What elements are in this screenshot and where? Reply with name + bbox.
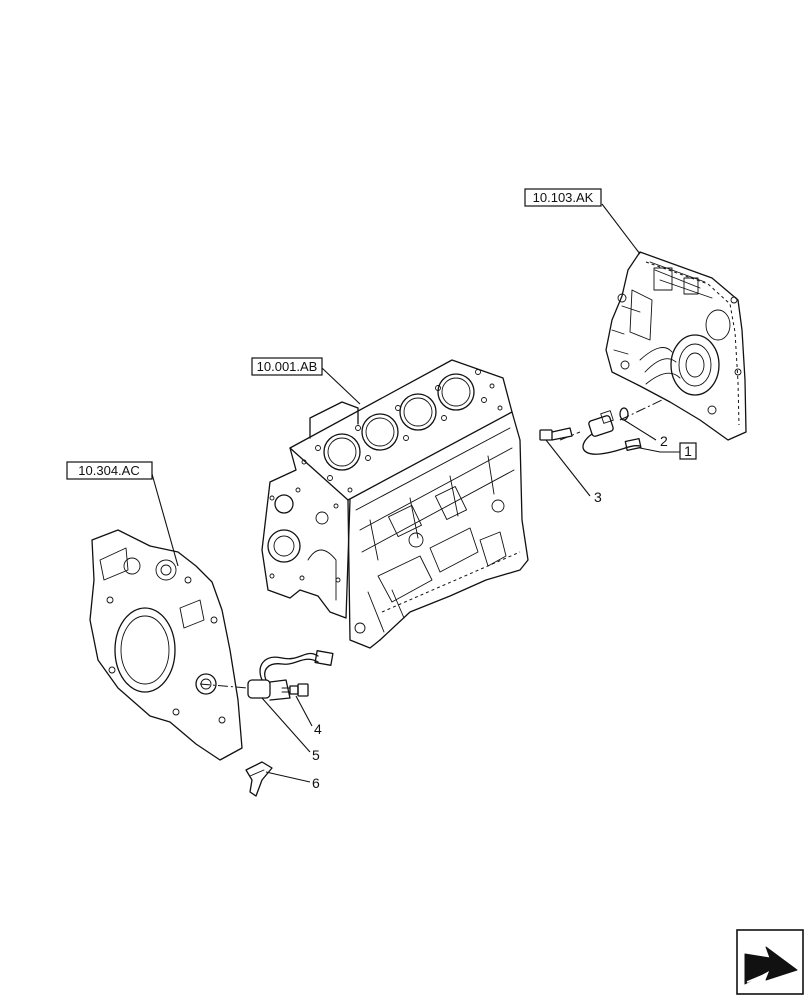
callout-item-1[interactable]: 1 (679, 442, 697, 460)
leader-item-6 (265, 771, 311, 783)
leader-item-1 (639, 447, 680, 453)
speed-sensor-lower (247, 650, 334, 701)
callout-number-4[interactable]: 4 (314, 721, 322, 737)
axis-line-upper (559, 399, 663, 441)
callout-number-1: 1 (684, 443, 692, 459)
leader-item-2 (623, 419, 657, 441)
ref-box-cover-rear[interactable]: 10.304.AC (66, 461, 153, 480)
axis-line-lower (199, 683, 249, 689)
navigation-arrow-icon[interactable] (736, 929, 804, 995)
ref-box-engine-block[interactable]: 10.001.AB (251, 357, 323, 376)
leader-cover-rear (151, 473, 179, 567)
bolt-upper (539, 427, 573, 441)
ref-label-cover-front: 10.103.AK (533, 190, 594, 205)
callout-number-3[interactable]: 3 (594, 489, 602, 505)
leader-item-4 (295, 695, 313, 727)
leader-cover-front (601, 203, 641, 255)
speed-sensor-upper (582, 407, 642, 455)
engine-block (261, 359, 529, 649)
ref-label-cover-rear: 10.304.AC (78, 463, 139, 478)
bolt-lower (281, 683, 309, 697)
rear-flywheel-housing (89, 529, 243, 761)
ref-box-cover-front[interactable]: 10.103.AK (524, 188, 602, 207)
front-timing-cover (605, 251, 747, 441)
retaining-clip (245, 761, 273, 797)
leader-item-3 (545, 439, 591, 497)
callout-number-5[interactable]: 5 (312, 747, 320, 763)
callout-number-6[interactable]: 6 (312, 775, 320, 791)
leader-engine-block (321, 367, 361, 405)
ref-label-engine-block: 10.001.AB (257, 359, 318, 374)
leader-item-5 (261, 697, 311, 753)
callout-number-2[interactable]: 2 (660, 433, 668, 449)
